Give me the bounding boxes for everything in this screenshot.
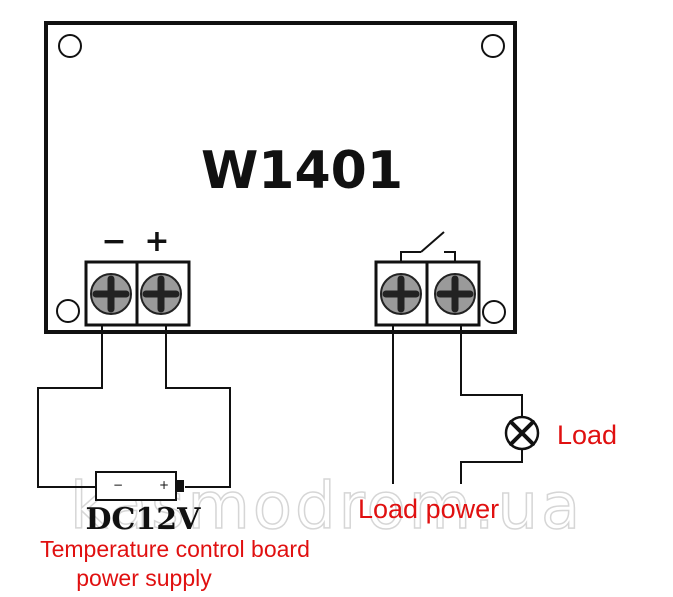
supply-description-line2: power supply xyxy=(76,565,212,591)
mounting-hole-top-left xyxy=(58,34,82,58)
power-terminal-minus-screw xyxy=(90,273,132,315)
lamp-load-icon xyxy=(504,415,540,451)
relay-switch-symbol xyxy=(400,231,456,262)
battery-minus-label: − xyxy=(113,478,123,492)
relay-terminal-1-screw xyxy=(380,273,422,315)
mounting-hole-bottom-right xyxy=(482,300,506,324)
polarity-plus-label: + xyxy=(144,224,169,259)
battery-icon xyxy=(95,471,184,501)
power-positive-wire xyxy=(165,325,231,488)
power-terminal-plus-screw xyxy=(140,273,182,315)
power-negative-wire xyxy=(37,325,103,488)
mounting-hole-top-right xyxy=(481,34,505,58)
polarity-minus-label: − xyxy=(101,224,126,259)
battery-plus-label: + xyxy=(159,478,169,492)
load-return-wire xyxy=(460,450,523,484)
supply-description-line1: Temperature control board xyxy=(40,536,310,562)
relay-terminal-block xyxy=(374,260,481,327)
mounting-hole-bottom-left xyxy=(56,299,80,323)
load-power-label: Load power xyxy=(358,494,499,524)
board-model-title: W1401 xyxy=(201,141,403,201)
load-label: Load xyxy=(557,420,617,450)
load-feed-wire xyxy=(460,325,523,416)
power-terminal-block xyxy=(84,260,191,327)
relay-terminal-2-screw xyxy=(434,273,476,315)
supply-voltage-label: DC12V xyxy=(86,502,202,537)
